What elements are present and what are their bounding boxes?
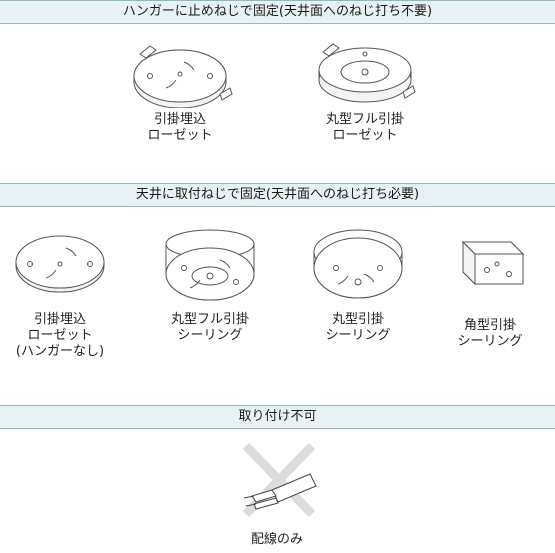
item-label: 丸型引掛 シーリング [325, 312, 391, 343]
section-title: 取り付け不可 [238, 409, 317, 424]
hanger-item-round-full-rosette: 丸型フル引掛 ローゼット [305, 36, 425, 144]
round-rosette-with-hanger-icon [133, 45, 233, 108]
screw-item-embedded-rosette: 引掛埋込 ローゼット (ハンガーなし) [5, 226, 115, 360]
item-label: 丸型フル引掛 ローゼット [325, 112, 404, 143]
section-header-not-allowed: 取り付け不可 [0, 405, 555, 429]
square-ceiling-icon [461, 240, 525, 286]
item-label: 配線のみ [250, 532, 303, 547]
section-header-screw: 天井に取付ねじで固定(天井面へのねじ打ち必要) [0, 183, 555, 207]
screw-item-square-ceiling: 角型引掛 シーリング [436, 228, 544, 350]
item-label: 角型引掛 シーリング [457, 318, 523, 349]
not-allowed-item-wiring-only: 配線のみ [222, 440, 332, 548]
hanger-item-embedded-rosette: 引掛埋込 ローゼット [120, 36, 240, 144]
round-full-ceiling-icon [165, 229, 255, 301]
item-label: 丸型フル引掛 シーリング [170, 312, 249, 343]
section-title: ハンガーに止めねじで固定(天井面へのねじ打ち不要) [122, 4, 433, 19]
item-label: 引掛埋込 ローゼット [147, 112, 213, 143]
round-full-rosette-with-hanger-icon [318, 43, 416, 103]
item-label: 引掛埋込 ローゼット (ハンガーなし) [15, 312, 105, 359]
crossed-out-cable-icon [242, 442, 317, 518]
section-title: 天井に取付ねじで固定(天井面へのねじ打ち必要) [135, 187, 420, 202]
round-ceiling-icon [313, 229, 403, 299]
section-header-hanger: ハンガーに止めねじで固定(天井面へのねじ打ち不要) [0, 0, 555, 24]
flush-rosette-icon [15, 235, 105, 293]
screw-item-round-ceiling: 丸型引掛 シーリング [303, 222, 413, 344]
screw-item-round-full-ceiling: 丸型フル引掛 シーリング [155, 222, 265, 344]
